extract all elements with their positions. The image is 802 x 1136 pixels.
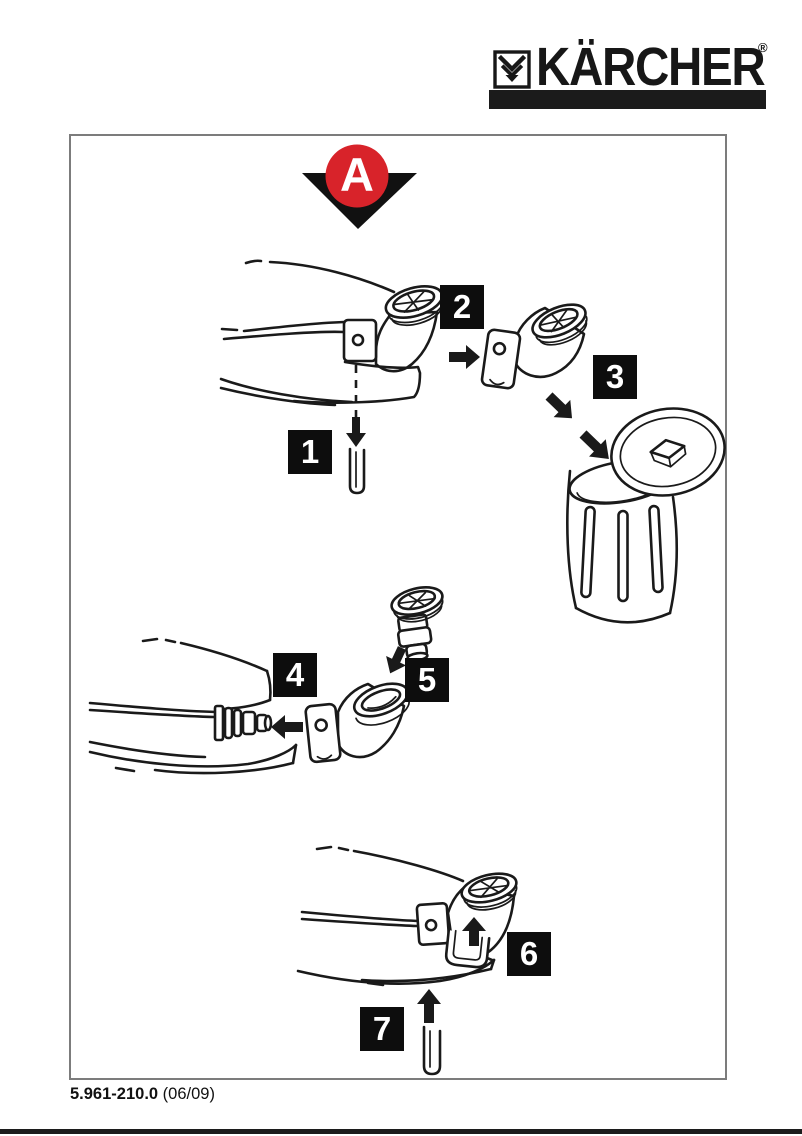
step-number: 3: [605, 358, 625, 395]
step-marker-1: 1: [288, 430, 332, 474]
step-marker-5: 5: [405, 658, 449, 702]
step-number: 7: [372, 1010, 392, 1047]
step-number: 4: [285, 656, 305, 693]
logo-underline-bar: [489, 90, 766, 109]
step-number: 5: [417, 661, 437, 698]
badge-letter: A: [340, 148, 374, 201]
step-number: 1: [300, 433, 320, 470]
document-number: 5.961-210.0 (06/09): [70, 1085, 215, 1104]
registered-trademark-mark: ®: [758, 40, 768, 55]
part-number: 5.961-210.0: [70, 1085, 159, 1103]
revision-date: (06/09): [162, 1085, 215, 1103]
karcher-chevron-icon: [493, 50, 531, 89]
step-marker-7: 7: [360, 1007, 404, 1051]
step-number: 2: [452, 288, 472, 325]
badge-circle-icon: [325, 144, 389, 208]
step-marker-2: 2: [440, 285, 484, 329]
footer-bar: [0, 1129, 802, 1134]
step-marker-6: 6: [507, 932, 551, 976]
section-badge-a: [302, 144, 417, 229]
brand-wordmark: KÄRCHER: [536, 37, 766, 97]
step-number: 6: [519, 935, 539, 972]
diagram-frame: [69, 134, 727, 1080]
step-marker-3: 3: [593, 355, 637, 399]
step-marker-4: 4: [273, 653, 317, 697]
